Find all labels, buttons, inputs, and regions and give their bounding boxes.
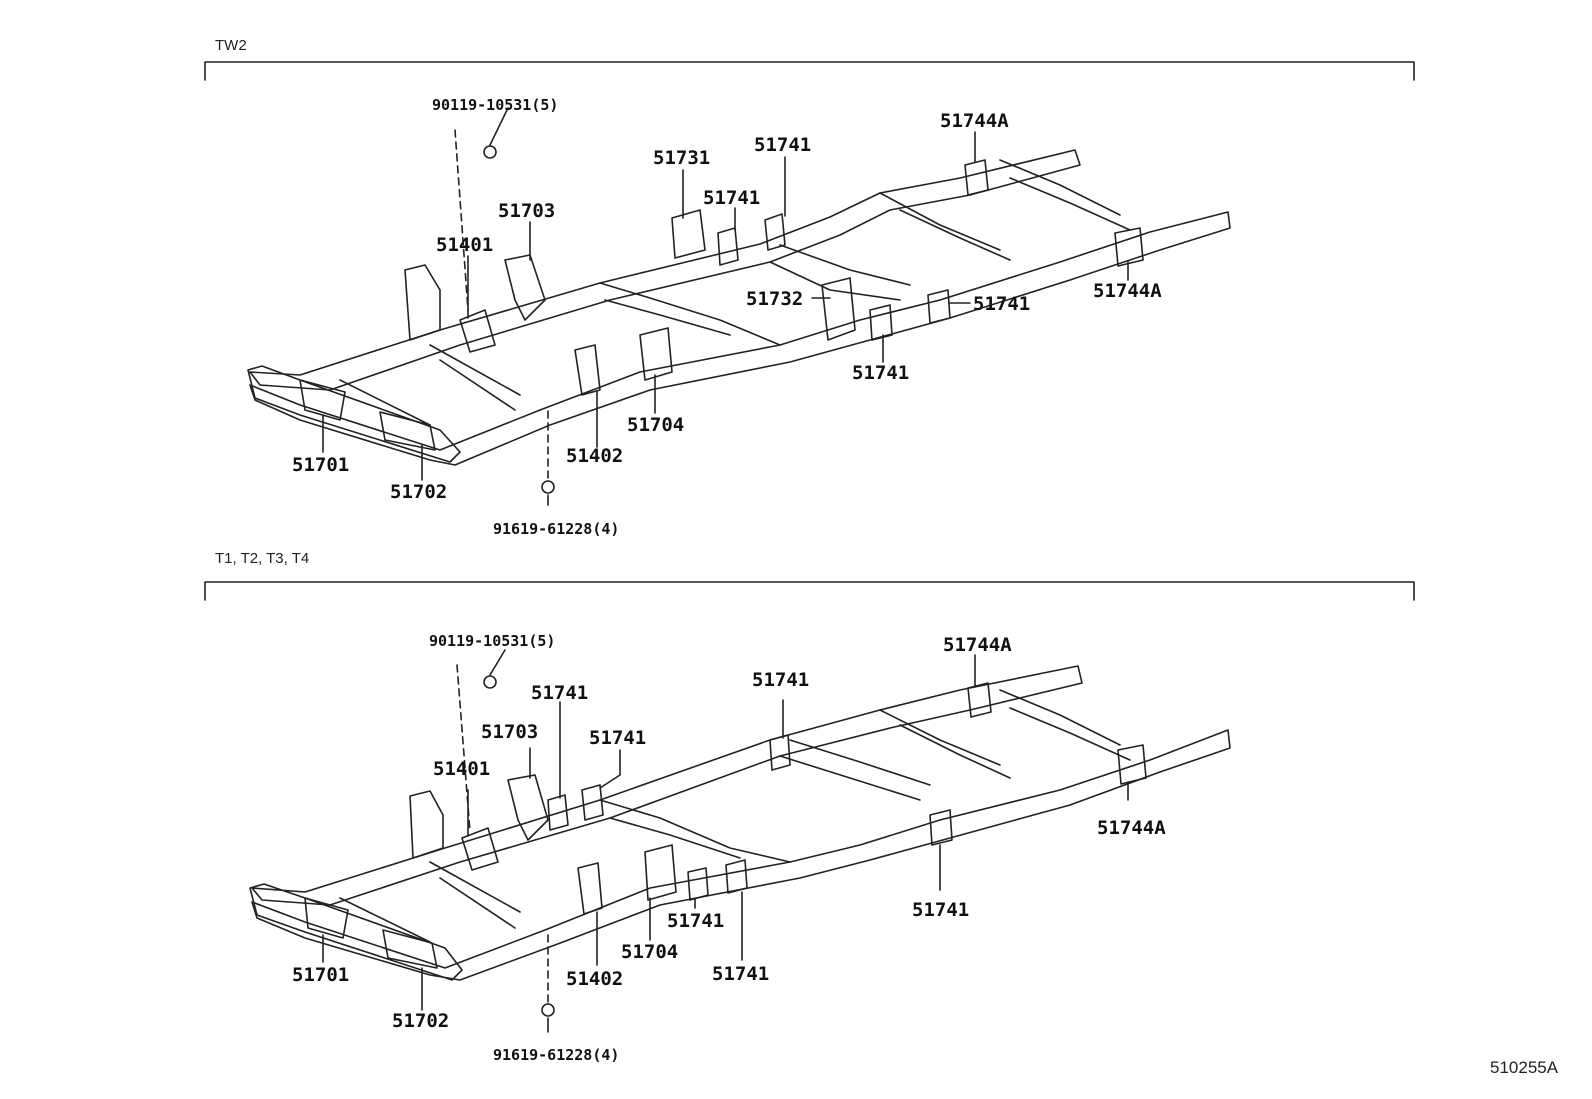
bracket-51704	[644, 844, 677, 901]
crossmember-2	[429, 861, 521, 929]
callout-51741-c-t1-t4: 51741	[752, 669, 810, 691]
bracket-51704	[639, 327, 673, 381]
crossmember-1	[339, 379, 431, 426]
crossmember-6	[999, 689, 1131, 761]
bracket-51731	[671, 209, 706, 259]
bracket-51741-b	[581, 784, 604, 821]
bolt-icon-90119-tw2	[483, 145, 497, 159]
section-label-t1-t4: T1, T2, T3, T4	[215, 550, 310, 567]
bracket-51744a-top	[967, 682, 992, 718]
section-label-tw2: TW2	[215, 37, 247, 54]
bracket-51741-d	[927, 289, 951, 324]
crossmember-3	[599, 799, 791, 863]
callout-90119-t1-t4: 90119-10531(5)	[429, 632, 556, 650]
crossmember-5	[879, 192, 1011, 261]
callout-51402-t1-t4: 51402	[566, 968, 624, 990]
crossmember-5	[879, 709, 1011, 779]
front-crossmember	[247, 365, 461, 463]
bracket-51401	[461, 827, 499, 871]
callout-51741-b-t1-t4: 51741	[589, 727, 647, 749]
callout-51732-tw2: 51732	[746, 288, 804, 310]
callout-51741-a-t1-t4: 51741	[531, 682, 589, 704]
bracket-51741-e	[687, 867, 709, 901]
callout-51704-t1-t4: 51704	[621, 941, 679, 963]
callout-90119-tw2: 90119-10531(5)	[432, 96, 559, 114]
section-bracket-t1-t4	[204, 581, 1415, 601]
bracket-51702	[379, 411, 436, 451]
bracket-51703	[507, 774, 549, 841]
bracket-51741-b	[764, 213, 786, 251]
frame-rail-left	[251, 665, 1083, 906]
bracket-51741-d	[929, 809, 953, 846]
frame-rail-right	[251, 729, 1231, 981]
callout-51744a-top-t1-t4: 51744A	[943, 634, 1012, 656]
bracket-51741-a	[717, 227, 739, 266]
callout-51741-d-tw2: 51741	[852, 362, 910, 384]
front-tower	[409, 790, 444, 859]
callout-51702-tw2: 51702	[390, 481, 448, 503]
bracket-51701	[299, 379, 346, 421]
bracket-51741-c	[769, 734, 791, 771]
callout-51701-tw2: 51701	[292, 454, 350, 476]
front-tower	[404, 264, 441, 341]
bolt-icon-91619-tw2	[541, 480, 555, 494]
crossmember-4	[769, 244, 911, 301]
callout-51702-t1-t4: 51702	[392, 1010, 450, 1032]
callout-51731-tw2: 51731	[653, 147, 711, 169]
callout-51401-t1-t4: 51401	[433, 758, 491, 780]
callout-91619-tw2: 91619-61228(4)	[493, 520, 620, 538]
crossmember-4	[779, 739, 931, 801]
bracket-51703	[504, 254, 546, 321]
bracket-51402	[574, 344, 601, 396]
front-crossmember	[249, 883, 463, 981]
callout-51741-b-tw2: 51741	[703, 187, 761, 209]
bracket-51744a-right	[1114, 227, 1144, 267]
figure-id: 510255A	[1490, 1058, 1559, 1077]
callout-51744a-right-tw2: 51744A	[1093, 280, 1162, 302]
callout-51703-tw2: 51703	[498, 200, 556, 222]
callout-51741-d-t1-t4: 51741	[912, 899, 970, 921]
callout-51701-t1-t4: 51701	[292, 964, 350, 986]
callout-51744a-top-tw2: 51744A	[940, 110, 1009, 132]
bracket-51732	[821, 277, 856, 341]
crossmember-3	[599, 282, 781, 346]
bracket-51702	[382, 929, 438, 969]
callout-51741-e-t1-t4: 51741	[667, 910, 725, 932]
bracket-51402	[577, 862, 603, 915]
bracket-51744a-right	[1117, 744, 1147, 785]
crossmember-6	[999, 159, 1131, 231]
bracket-51741-c	[869, 304, 893, 341]
bolt-icon-90119-t1-t4	[483, 675, 497, 689]
callout-51704-tw2: 51704	[627, 414, 685, 436]
bracket-51401	[459, 309, 496, 353]
callout-91619-t1-t4: 91619-61228(4)	[493, 1046, 620, 1064]
callout-51741-a-tw2: 51741	[754, 134, 812, 156]
callout-51741-f-t1-t4: 51741	[712, 963, 770, 985]
crossmember-1	[339, 897, 431, 943]
bolt-icon-91619-t1-t4	[541, 1003, 555, 1017]
callout-51401-tw2: 51401	[436, 234, 494, 256]
callout-51744a-right-t1-t4: 51744A	[1097, 817, 1166, 839]
callout-51402-tw2: 51402	[566, 445, 624, 467]
callout-51703-t1-t4: 51703	[481, 721, 539, 743]
callout-51741-c-tw2: 51741	[973, 293, 1031, 315]
bracket-51744a-top	[964, 159, 989, 196]
bracket-51701	[304, 897, 349, 939]
bracket-51741-f	[725, 859, 748, 894]
crossmember-2	[429, 344, 521, 411]
frame-rail-right	[249, 211, 1231, 466]
section-bracket-tw2	[204, 61, 1415, 81]
